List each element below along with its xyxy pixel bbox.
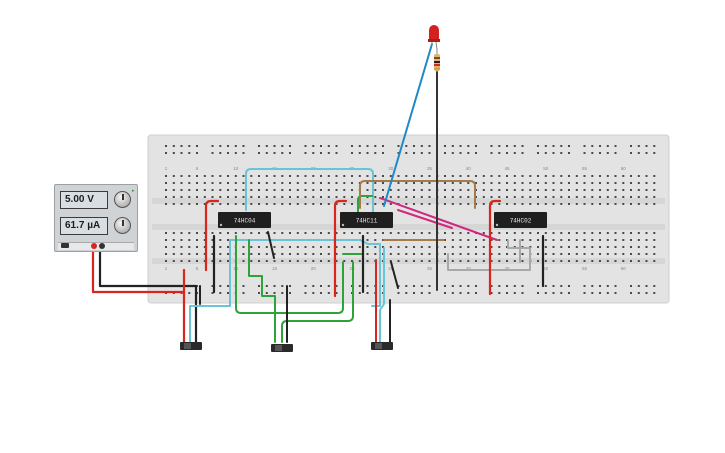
- column-number: 60: [621, 266, 627, 271]
- chip-74hc02-label: 74HC02: [510, 218, 532, 225]
- chip-74hc11-label: 74HC11: [356, 218, 378, 225]
- column-number: 35: [427, 166, 433, 171]
- resistor[interactable]: [434, 48, 440, 71]
- column-number: 15: [272, 266, 278, 271]
- wire-red-2: [333, 199, 348, 298]
- wire-red-3: [488, 199, 502, 296]
- led[interactable]: [428, 25, 440, 51]
- chip-74hc02[interactable]: 74HC02: [494, 212, 547, 228]
- column-number: 40: [466, 166, 472, 171]
- current-knob[interactable]: [114, 217, 131, 234]
- column-number: 45: [504, 166, 510, 171]
- column-number: 30: [388, 166, 394, 171]
- wire-black-5: [390, 261, 399, 289]
- wire-red-1: [204, 199, 220, 272]
- column-number: 45: [504, 266, 510, 271]
- column-number: 55: [582, 266, 588, 271]
- slide-switch-3[interactable]: [371, 342, 393, 350]
- column-number: 30: [388, 266, 394, 271]
- wire-blue-led: [383, 43, 433, 207]
- column-number: 50: [543, 166, 549, 171]
- slide-switch-1[interactable]: [180, 342, 202, 350]
- wire-green-b: [248, 239, 276, 343]
- wire-magenta-b: [397, 209, 453, 229]
- wire-gray: [447, 239, 531, 271]
- column-number: 5: [196, 266, 199, 271]
- column-number: 20: [311, 266, 317, 271]
- column-number: 50: [543, 266, 549, 271]
- current-display: 61.7 µA: [60, 217, 108, 235]
- wire-cyan-switch3: [379, 247, 385, 343]
- column-number: 1: [165, 166, 168, 171]
- wire-cyan-top: [245, 168, 374, 213]
- wire-green-c: [281, 261, 354, 343]
- column-number: 35: [427, 266, 433, 271]
- wire-psu-negative: [98, 244, 198, 344]
- slide-switch-2[interactable]: [271, 344, 293, 352]
- positive-terminal[interactable]: [91, 243, 97, 249]
- wire-black-2: [267, 231, 275, 259]
- voltage-indicator-icon: ▸: [132, 188, 135, 194]
- column-number: 40: [466, 266, 472, 271]
- chip-74hc11[interactable]: 74HC11: [340, 212, 393, 228]
- wire-brown-top: [359, 180, 476, 209]
- column-number: 60: [621, 166, 627, 171]
- negative-terminal[interactable]: [99, 243, 105, 249]
- power-supply[interactable]: 5.00 V 61.7 µA ▸: [54, 184, 138, 252]
- column-number: 1: [165, 266, 168, 271]
- wire-psu-positive: [91, 244, 186, 344]
- power-switch-icon[interactable]: [61, 243, 69, 248]
- chip-74hc04[interactable]: 74HC04: [218, 212, 271, 228]
- voltage-display: 5.00 V: [60, 191, 108, 209]
- column-number: 10: [233, 166, 239, 171]
- column-number: 5: [196, 166, 199, 171]
- wires: [91, 43, 545, 344]
- chip-74hc04-label: 74HC04: [234, 218, 256, 225]
- voltage-knob[interactable]: [114, 191, 131, 208]
- column-number: 55: [582, 166, 588, 171]
- wire-green-a: [235, 235, 344, 314]
- wire-cyan-lower: [189, 239, 381, 343]
- wire-magenta: [379, 197, 498, 241]
